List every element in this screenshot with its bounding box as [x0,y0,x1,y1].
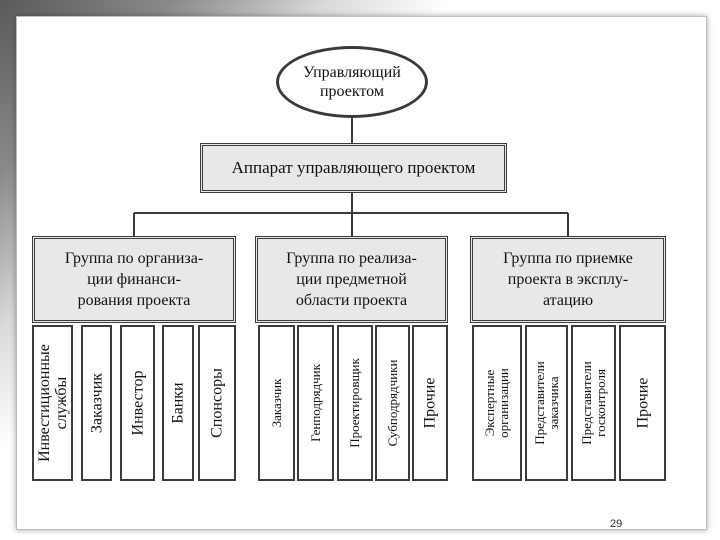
group-realization-item: Генподрядчик [297,325,334,481]
group-financing: Группа по организа- ции финанси- рования… [32,236,236,323]
group-financing-label: Группа по организа- ции финанси- рования… [64,250,204,309]
item-label: Инвестиционные службы [35,344,70,462]
group-financing-item: Инвестиционные службы [32,325,73,481]
group-financing-item: Спонсоры [198,325,236,481]
item-label: Экспертные организации [482,368,511,438]
project-manager-node: Управляющий проектом [276,46,428,118]
item-label: Прочие [634,377,651,429]
group-realization-item: Проектировщик [337,325,373,481]
group-acceptance-item: Экспертные организации [472,325,522,481]
item-label: Генподрядчик [307,364,323,442]
apparatus-label: Аппарат управляющего проектом [231,158,476,177]
item-label: Представители госконтроля [578,361,608,445]
item-label: Спонсоры [208,368,226,438]
group-realization-label: Группа по реализа- ции предметной област… [286,250,417,309]
page-number: 29 [610,518,623,530]
group-acceptance-item: Представители госконтроля [571,325,616,481]
group-realization-item: Заказчик [258,325,295,481]
group-financing-item: Инвестор [120,325,155,481]
item-label: Банки [169,382,187,424]
group-acceptance-label: Группа по приемке проекта в эксплу- атац… [503,250,633,309]
item-label: Прочие [421,377,439,429]
group-realization-item: Субподрядчики [375,325,410,481]
item-label: Заказчик [268,378,284,428]
group-acceptance-item: Представители заказчика [525,325,568,481]
item-label: Представители заказчика [531,361,561,445]
group-financing-item: Банки [162,325,194,481]
item-label: Субподрядчики [384,359,400,447]
group-acceptance-item: Прочие [619,325,666,481]
group-realization: Группа по реализа- ции предметной област… [255,236,448,323]
project-manager-label: Управляющий проектом [303,64,401,100]
apparatus-node: Аппарат управляющего проектом [200,143,507,193]
group-realization-item: Прочие [412,325,448,481]
group-financing-item: Заказчик [81,325,112,481]
group-acceptance: Группа по приемке проекта в эксплу- атац… [470,236,666,323]
item-label: Проектировщик [347,358,362,448]
item-label: Инвестор [129,370,146,436]
item-label: Заказчик [88,372,105,434]
